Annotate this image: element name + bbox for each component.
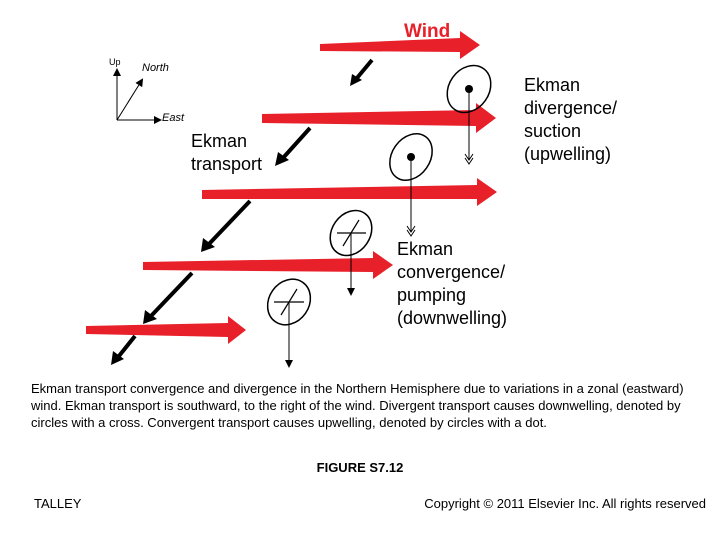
label-line: transport <box>191 154 263 174</box>
figure-label: FIGURE S7.12 <box>316 460 404 475</box>
author-label: TALLEY <box>34 496 82 511</box>
wind-arrow <box>262 103 496 133</box>
cross-circle <box>266 278 312 368</box>
up-axis-label: Up <box>109 57 121 67</box>
label-line: Ekman <box>191 131 248 151</box>
label-line: suction <box>524 121 582 141</box>
divergence-label: Ekman divergence/ suction (upwelling) <box>524 74 617 166</box>
north-axis <box>116 78 144 121</box>
label-line: Ekman <box>524 75 581 95</box>
label-line: divergence/ <box>524 98 618 118</box>
label-line: (upwelling) <box>524 144 612 164</box>
label-line: pumping <box>397 285 467 305</box>
copyright-notice: Copyright © 2011 Elsevier Inc. All right… <box>424 496 706 511</box>
transport-arrow <box>201 199 252 252</box>
downwelling-markers <box>266 209 373 368</box>
label-line: Ekman <box>397 239 454 259</box>
ekman-transport-arrows <box>111 58 374 365</box>
transport-arrow <box>111 334 137 365</box>
ekman-transport-label: Ekman transport <box>191 130 262 176</box>
wind-arrow <box>86 316 246 344</box>
transport-arrow <box>350 58 374 86</box>
north-axis-label: North <box>142 62 169 74</box>
convergence-label: Ekman convergence/ pumping (downwelling) <box>397 238 507 330</box>
wind-label: Wind <box>404 21 451 42</box>
transport-arrow <box>143 271 194 324</box>
wind-arrows <box>86 31 497 344</box>
wind-arrow <box>143 251 393 279</box>
axes-diagram <box>113 68 162 124</box>
ekman-diagram <box>86 31 497 368</box>
wind-arrow <box>320 31 480 59</box>
east-axis-label: East <box>162 112 185 124</box>
figure-caption: Ekman transport convergence and divergen… <box>31 381 684 431</box>
cross-circle <box>329 209 373 296</box>
dot-circle <box>446 64 492 165</box>
upwelling-markers <box>389 64 492 237</box>
transport-arrow <box>275 126 312 166</box>
label-line: convergence/ <box>397 262 506 282</box>
wind-arrow <box>202 178 497 206</box>
label-line: (downwelling) <box>397 308 508 328</box>
dot-circle <box>389 133 433 237</box>
